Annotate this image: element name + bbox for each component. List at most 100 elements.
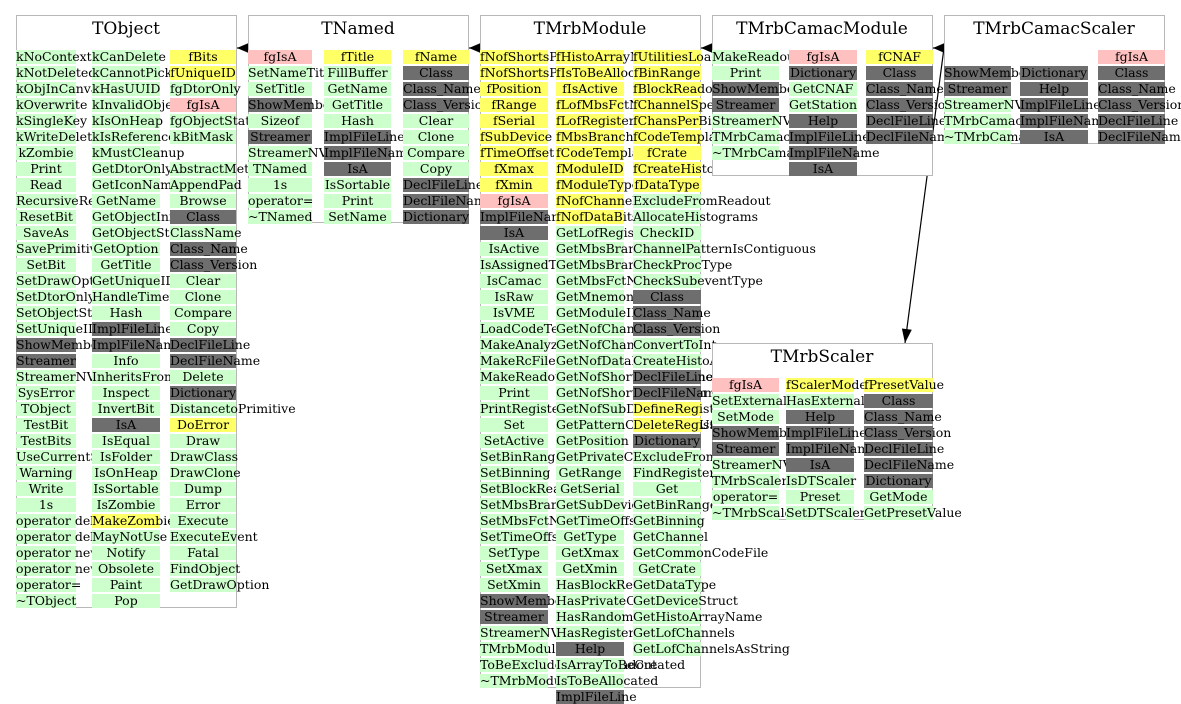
member-draw: Draw [170,434,236,448]
member-preset: Preset [786,490,854,504]
member-copy: Copy [403,162,469,176]
member-setdtscaler: SetDTScaler [786,505,866,520]
member-tmrbcamacscaler: ~TMrbCamacScaler [944,129,1074,144]
member-implfilename: ImplFileName [786,441,877,456]
member-streamer: Streamer [16,353,76,368]
member-fgdtoronly: fgDtorOnly [170,81,241,96]
member-getpresetvalue: GetPresetValue [864,505,962,520]
member-setexternalgate: SetExternalGate [712,393,817,408]
member-operator: operator= [16,577,82,592]
member-getmbsbranchno: GetMbsBranchNo [556,257,670,272]
member-makereadoutcode: MakeReadoutCode [480,369,601,384]
member-setdtoronly: SetDtorOnly [16,289,95,304]
member-class: Class [864,394,933,408]
member-setdrawoption: SetDrawOption [16,273,114,288]
member-findobject: FindObject [170,561,241,576]
member-getlofregisters: GetLofRegisters [556,225,659,240]
member-findregister: FindRegister [633,465,716,480]
member-setnametitle: SetNameTitle [248,65,336,80]
member-converttoint: ConvertToInt [633,337,717,352]
member-implfilename: ImplFileName [1020,113,1111,128]
member-israw: IsRaw [480,290,548,304]
member-kcannotpick: kCannotPick [92,65,173,80]
member-isassignedtobranch: IsAssignedToBranch [480,257,610,272]
member-getname: GetName [92,194,160,208]
member-getbinning: GetBinning [633,513,705,528]
member-compare: Compare [403,146,469,160]
member-fgobjectstat: fgObjectStat [170,113,251,128]
member-setuniqueid: SetUniqueID [16,321,98,336]
member-executeevent: ExecuteEvent [170,529,258,544]
member-streamer: Streamer [944,82,1011,96]
member-fbinrange: fBinRange [633,65,701,80]
member-class-name: Class_Name [866,81,944,96]
member-flofregisters: fLofRegisters [556,113,642,128]
member-classname: ClassName [170,225,242,240]
member-info: Info [92,354,160,368]
member-setmode: SetMode [712,410,779,424]
member-gettimeoffset: GetTimeOffset [556,513,648,528]
member-class-name: Class_Name [170,241,248,256]
member-fcrate: fCrate [633,146,701,160]
member-fgisa: fgIsA [480,194,548,208]
member-streamernvirtual: StreamerNVirtual [248,145,362,160]
member-dictionary: Dictionary [633,433,701,448]
member-print: Print [712,66,779,80]
member-hasprivatecode: HasPrivateCode [556,593,659,608]
member-1s: 1s [248,178,312,192]
member-declfileline: DeclFileLine [170,337,251,352]
member-tobject: ~TObject [16,593,77,608]
member-execute: Execute [170,514,236,528]
member-isfolder: IsFolder [92,450,160,464]
member-fxmax: fXmax [480,162,548,176]
member-frange: fRange [480,98,548,112]
member-setobjectstat: SetObjectStat [16,305,105,320]
member-allocatehistograms: AllocateHistograms [633,209,758,224]
member-iscamac: IsCamac [480,274,548,288]
arrowhead-icon [901,328,912,343]
member-class-version: Class_Version [403,97,491,112]
member-getnofdatabits: GetNofDataBits [556,353,657,368]
member-gettitle: GetTitle [92,258,160,272]
member-getxmin: GetXmin [556,562,624,576]
member-fcodetemplates: fCodeTemplates [633,129,736,144]
member-knotdeleted: kNotDeleted [16,65,97,80]
member-fxmin: fXmin [480,178,548,192]
member-abstractmethod: AbstractMethod [170,161,273,176]
member-setbit: SetBit [16,258,76,272]
member-hash: Hash [324,114,391,128]
member-streamernvirtual: StreamerNVirtual [944,97,1058,112]
member-fgisa: fgIsA [170,98,236,112]
member-getnofshortsperdatum: GetNofShortsPerDatum [556,386,707,400]
member-recursiveremove: RecursiveRemove [16,193,130,208]
member-copy: Copy [170,322,236,336]
member-implfileline: ImplFileLine [789,129,870,144]
member-testbit: TestBit [16,418,76,432]
arrowhead-icon [469,42,483,54]
member-fname: fName [403,50,469,64]
member-help: Help [786,410,854,424]
member-fgisa: fgIsA [789,50,857,64]
member-gettype: GetType [556,530,624,544]
member-class-version: Class_Version [864,425,952,440]
member-getmode: GetMode [864,490,933,504]
member-kisonheap: kIsOnHeap [92,113,163,128]
member-get: Get [633,482,701,496]
member-class-version: Class_Version [633,321,721,336]
member-getchannel: GetChannel [633,529,708,544]
member-declfileline: DeclFileLine [866,113,947,128]
member-fgisa: fgIsA [1098,50,1165,64]
member-getdatatype: GetDataType [633,577,717,592]
member-isa: IsA [92,418,160,432]
member-fnofdatabits: fNofDataBits [556,209,639,224]
member-showmembers: ShowMembers [248,97,343,112]
member-doerror: DoError [170,418,236,432]
member-getxmax: GetXmax [556,546,624,560]
member-getlofchannels: GetLofChannels [633,625,735,640]
member-getobjectstat: GetObjectStat [92,225,183,240]
member-streamernvirtual: StreamerNVirtual [16,369,130,384]
member-kwritedelete: kWriteDelete [16,129,100,144]
member-fillbuffer: FillBuffer [324,66,391,80]
member-printregister: PrintRegister [480,401,566,416]
